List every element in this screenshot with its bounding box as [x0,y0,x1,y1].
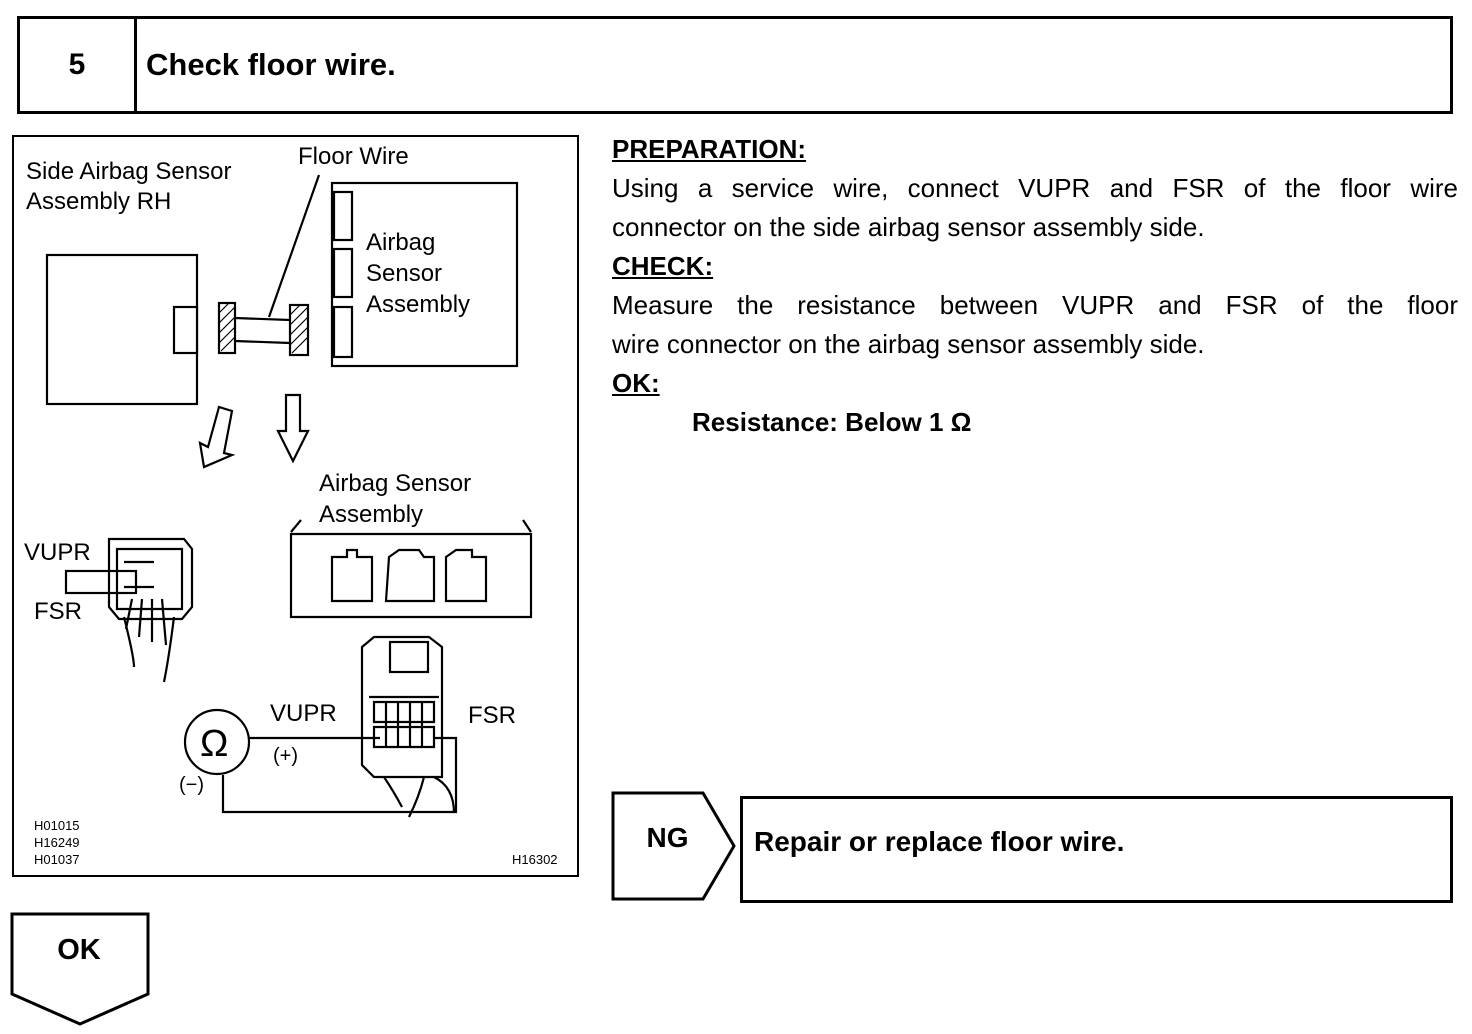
label-minus: (−) [179,774,204,796]
step-header: 5 Check floor wire. [17,16,1453,114]
step-title: Check floor wire. [146,47,396,82]
label-airbag-sensor-1: Airbag Sensor [319,470,471,497]
floor-connector-right [288,303,310,357]
ohmmeter [183,708,251,776]
ok-heading: OK: [612,368,660,398]
arrow-down-left [198,405,236,469]
airbag-box [330,181,519,368]
label-airbag-sensor-2: Assembly [319,501,423,528]
bottom-connector [360,635,444,779]
label-airbag-box-2: Sensor [366,260,442,287]
ohm-symbol: Ω [200,723,228,765]
label-floor-wire: Floor Wire [298,143,409,170]
label-airbag-box-1: Airbag [366,229,435,256]
ok-arrow-shape [10,912,150,1026]
side-sensor-port [172,305,199,355]
floor-connector-left [217,301,237,355]
check-text-2: wire connector on the airbag sensor asse… [612,329,1205,359]
label-side-sensor-1: Side Airbag Sensor [26,158,231,185]
label-plus: (+) [273,745,298,767]
figure-code-3: H01037 [34,852,80,867]
step-number: 5 [20,19,137,111]
label-airbag-box-3: Assembly [366,291,470,318]
wiring-diagram: Side Airbag Sensor Assembly RH Floor Wir… [12,135,579,877]
preparation-text-2: connector on the side airbag sensor asse… [612,212,1205,242]
label-fsr-bottom: FSR [468,702,516,729]
ng-action-text: Repair or replace floor wire. [754,826,1125,857]
preparation-text-1: Using a service wire, connect VUPR and F… [612,173,1458,203]
figure-code-1: H01015 [34,818,80,833]
instructions: PREPARATION: Using a service wire, conne… [612,130,1458,442]
ok-label: OK [57,934,101,966]
ng-arrow-shape [611,791,736,901]
resistance-spec: Resistance: Below 1 Ω [692,407,972,437]
preparation-heading: PREPARATION: [612,134,807,164]
figure-code-2: H16249 [34,835,80,850]
side-connector [107,537,194,621]
diagram-drawing: Side Airbag Sensor Assembly RH Floor Wir… [24,143,558,867]
label-vupr-bottom: VUPR [270,700,337,727]
arrow-down-right [276,393,310,464]
fsr-lead [221,736,458,814]
figure-code-right: H16302 [512,852,558,867]
check-text-1: Measure the resistance between VUPR and … [612,290,1458,320]
check-heading: CHECK: [612,251,714,281]
label-fsr-left: FSR [34,598,82,625]
airbag-connector-housing [289,532,533,619]
label-side-sensor-2: Assembly RH [26,188,171,215]
ng-action-box [740,796,1453,903]
label-vupr-left: VUPR [24,539,91,566]
ng-label: NG [646,822,689,853]
